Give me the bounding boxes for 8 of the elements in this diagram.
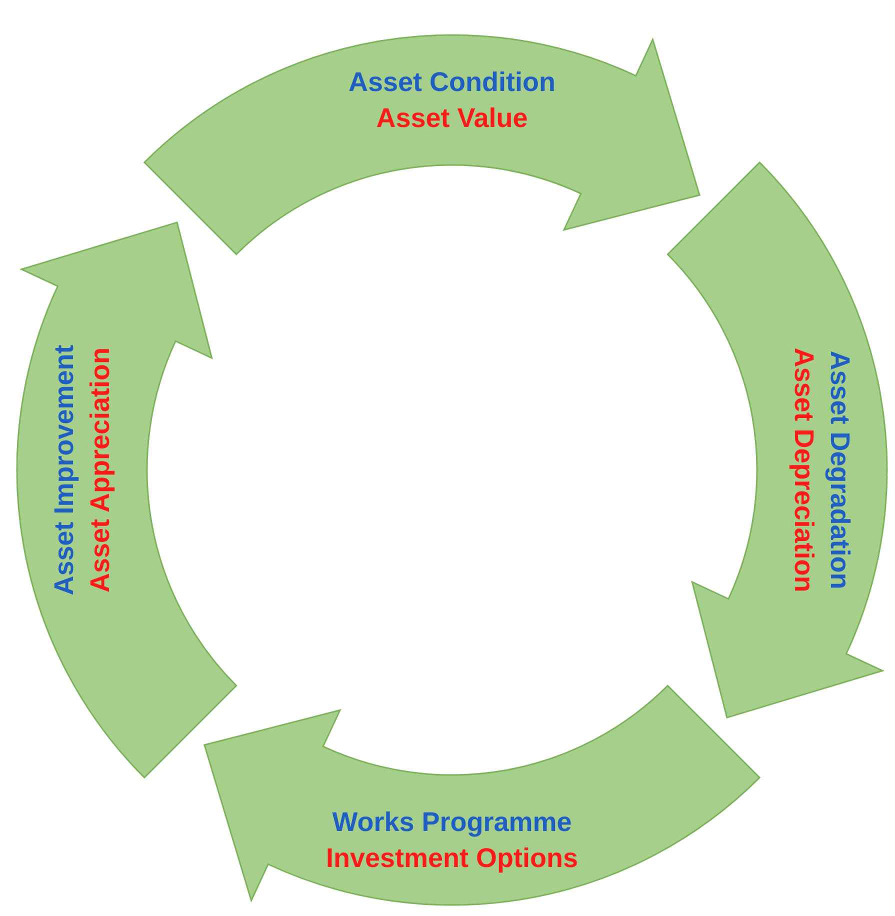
stage-title: Asset Improvement — [48, 344, 80, 596]
stage-title: Works Programme — [332, 806, 572, 838]
value-label: Asset Appreciation — [84, 347, 116, 593]
stage-title: Asset Condition — [348, 66, 556, 98]
value-label: Asset Depreciation — [788, 348, 820, 592]
value-label: Asset Value — [376, 102, 528, 134]
value-label: Investment Options — [326, 842, 578, 874]
stage-title: Asset Degradation — [824, 350, 856, 590]
